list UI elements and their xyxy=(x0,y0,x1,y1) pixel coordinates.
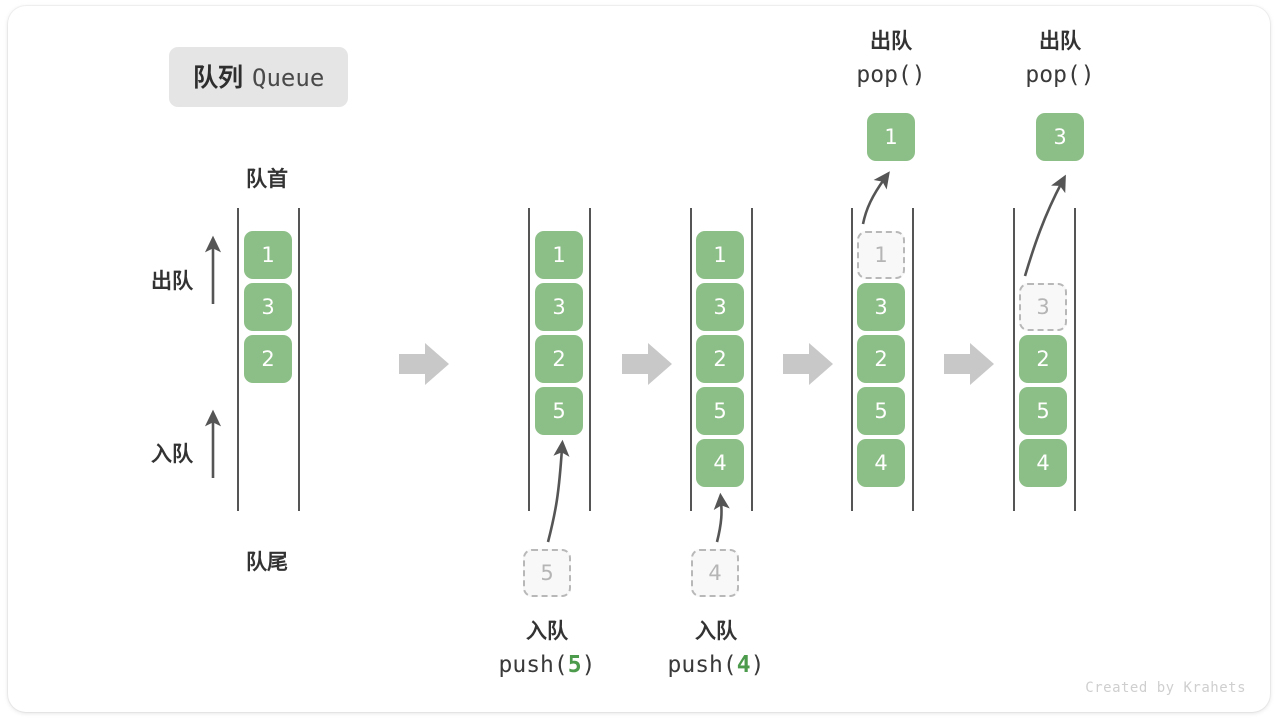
pop-3-arrow xyxy=(1023,174,1066,277)
credit-text: Created by Krahets xyxy=(1085,680,1246,696)
queue-node: 4 xyxy=(1019,439,1067,487)
label-dequeue: 出队 xyxy=(151,269,193,293)
caption-line2: pop() xyxy=(1025,61,1095,88)
queue-node: 1 xyxy=(535,231,583,279)
pending-push-node: 4 xyxy=(691,549,739,597)
caption-op: push( xyxy=(498,651,568,678)
flow-arrow xyxy=(399,343,449,385)
caption-line1: 入队 xyxy=(695,619,737,643)
label-front: 队首 xyxy=(246,167,288,191)
queue-node: 3 xyxy=(244,283,292,331)
queue-node-ghost: 1 xyxy=(857,231,905,279)
diagram-stage: 队列 Queue 队首 队尾 出队 入队 1 3 2 1 3 2 5 5 入队 p… xyxy=(8,6,1270,712)
queue-node: 2 xyxy=(244,335,292,383)
flow-arrow xyxy=(783,343,833,385)
rail-left-col3 xyxy=(690,208,692,511)
label-enqueue: 入队 xyxy=(151,442,193,466)
caption-push-4: 入队 push(4) xyxy=(616,618,816,681)
rail-right-col3 xyxy=(751,208,753,511)
caption-line1: 入队 xyxy=(526,619,568,643)
push-4-arrow xyxy=(713,492,730,543)
caption-line2: push(4) xyxy=(616,650,816,681)
caption-line1: 出队 xyxy=(1039,29,1081,53)
caption-line2: pop() xyxy=(856,61,926,88)
queue-node: 2 xyxy=(1019,335,1067,383)
popped-node: 3 xyxy=(1036,113,1084,161)
rail-left-col2 xyxy=(528,208,530,511)
caption-close: ) xyxy=(750,651,765,678)
caption-num: 5 xyxy=(567,651,582,678)
caption-pop-1: 出队 pop() xyxy=(816,28,966,91)
queue-node-ghost: 3 xyxy=(1019,283,1067,331)
pending-push-node: 5 xyxy=(523,549,571,597)
flow-arrow xyxy=(944,343,994,385)
queue-node: 5 xyxy=(1019,387,1067,435)
title-badge: 队列 Queue xyxy=(169,47,349,107)
push-5-arrow xyxy=(546,439,570,543)
arrows-overlay xyxy=(204,171,1066,543)
rail-right-col1 xyxy=(298,208,300,511)
caption-op: push( xyxy=(667,651,737,678)
queue-node: 2 xyxy=(535,335,583,383)
title-cn: 队列 xyxy=(193,63,244,92)
caption-line2: push(5) xyxy=(447,650,647,681)
flow-arrow xyxy=(622,343,672,385)
queue-node: 3 xyxy=(857,283,905,331)
queue-node: 1 xyxy=(696,231,744,279)
title-en: Queue xyxy=(252,64,325,92)
queue-node: 3 xyxy=(535,283,583,331)
caption-num: 4 xyxy=(736,651,751,678)
popped-node: 1 xyxy=(867,113,915,161)
queue-node: 2 xyxy=(857,335,905,383)
caption-close: ) xyxy=(581,651,596,678)
label-rear: 队尾 xyxy=(246,550,288,574)
queue-node: 5 xyxy=(857,387,905,435)
pop-1-arrow xyxy=(861,171,890,225)
queue-node: 4 xyxy=(696,439,744,487)
queue-node: 4 xyxy=(857,439,905,487)
caption-pop-3: 出队 pop() xyxy=(985,28,1135,91)
rail-left-col1 xyxy=(237,208,239,511)
rail-right-col5 xyxy=(1074,208,1076,511)
queue-node: 1 xyxy=(244,231,292,279)
diagram-card: 队列 Queue 队首 队尾 出队 入队 1 3 2 1 3 2 5 5 入队 p… xyxy=(8,6,1270,712)
queue-node: 5 xyxy=(535,387,583,435)
queue-node: 3 xyxy=(696,283,744,331)
caption-line1: 出队 xyxy=(870,29,912,53)
queue-node: 2 xyxy=(696,335,744,383)
rail-left-col5 xyxy=(1013,208,1015,511)
rail-right-col4 xyxy=(912,208,914,511)
rail-right-col2 xyxy=(589,208,591,511)
caption-push-5: 入队 push(5) xyxy=(447,618,647,681)
rail-left-col4 xyxy=(851,208,853,511)
queue-node: 5 xyxy=(696,387,744,435)
